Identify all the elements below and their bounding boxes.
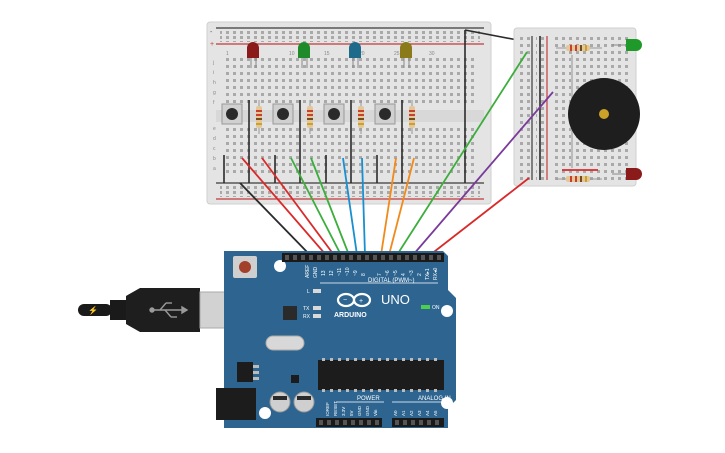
- rx-led-label: RX: [303, 314, 311, 320]
- pin-label: ~6: [385, 270, 391, 276]
- column-number: 20: [359, 51, 365, 57]
- analog-pin-label: A1: [401, 410, 406, 416]
- arduino-brand: ARDUINO: [334, 312, 367, 319]
- pushbutton-1[interactable]: [221, 103, 243, 125]
- power-pin-label: Vin: [373, 409, 378, 416]
- pin-label: 8: [361, 273, 367, 276]
- pushbutton-3[interactable]: [323, 103, 345, 125]
- analog-label: ANALOG IN: [418, 396, 451, 402]
- row-letter: j: [212, 60, 214, 66]
- power-pin-label: 3.3V: [341, 407, 346, 416]
- resistor-4: [409, 100, 415, 134]
- arduino-uno-board: AREF GND 13 12 ~11 ~10 ~9 8 7 ~6 ~5 4 ~3…: [216, 251, 456, 428]
- pin-label: ~10: [345, 267, 351, 276]
- pin-label: 2: [417, 273, 423, 276]
- logo-minus-icon: −: [343, 297, 347, 304]
- resistor-1: [256, 100, 262, 134]
- row-letter: d: [213, 136, 216, 142]
- pin-label: ~5: [393, 270, 399, 276]
- led-blue: [349, 42, 361, 68]
- pin-label: ~11: [337, 268, 343, 276]
- row-letter: b: [213, 156, 216, 162]
- row-letter: c: [213, 146, 216, 152]
- column-number: 10: [289, 51, 295, 57]
- analog-pin-label: A3: [417, 410, 422, 416]
- resistor-2: [307, 100, 313, 134]
- wires: [239, 51, 554, 256]
- on-led-label: ON: [432, 305, 440, 311]
- pushbutton-4[interactable]: [374, 103, 396, 125]
- resistor-6: [556, 176, 602, 182]
- rail-minus-label: -: [210, 29, 213, 36]
- pin-label: ~3: [409, 270, 415, 276]
- arduino-logo: [336, 292, 372, 308]
- logo-plus-icon: +: [359, 298, 363, 305]
- row-letter: g: [213, 90, 216, 96]
- digital-header-label: DIGITAL (PWM~): [368, 278, 415, 284]
- power-pin-label: RESET: [333, 401, 338, 416]
- row-letter: a: [213, 166, 216, 172]
- pin-label: AREF: [305, 265, 311, 278]
- row-letter: f: [213, 100, 215, 106]
- l-led-label: L: [307, 289, 310, 295]
- led-green: [298, 42, 310, 68]
- row-letter: i: [213, 70, 214, 76]
- column-number: 25: [394, 51, 400, 57]
- led-small-red: [612, 168, 642, 180]
- analog-pin-label: A4: [425, 410, 430, 416]
- usb-lightning-icon: ⚡: [88, 305, 98, 315]
- resistor-3: [358, 100, 364, 134]
- pin-label: 13: [321, 270, 327, 276]
- row-letter: h: [213, 80, 216, 86]
- pin-label: 4: [401, 273, 407, 276]
- pin-label: TX▸1: [425, 268, 431, 280]
- analog-pin-label: A0: [393, 410, 398, 416]
- arduino-model: UNO: [381, 292, 410, 307]
- resistor-5: [556, 45, 602, 51]
- pin-label: GND: [313, 267, 319, 279]
- pushbutton-2[interactable]: [272, 103, 294, 125]
- power-label: POWER: [357, 396, 380, 402]
- pin-label: RX◂0: [433, 268, 439, 280]
- analog-pin-label: A2: [409, 410, 414, 416]
- usb-icon: [149, 302, 189, 318]
- column-number: 15: [324, 51, 330, 57]
- power-pin-label: GND: [357, 405, 362, 416]
- main-breadboard: - + j i h g f e d c b a 1 5 10 15 20: [206, 21, 492, 205]
- power-pin-label: GND: [365, 405, 370, 416]
- tx-led-label: TX: [303, 306, 310, 312]
- power-pin-label: IOREF: [325, 402, 330, 416]
- power-pin-label: 5V: [349, 410, 354, 416]
- analog-pin-label: A5: [433, 410, 438, 416]
- led-small-green: [612, 39, 642, 51]
- rail-plus-label: +: [210, 41, 214, 48]
- pin-label: 7: [377, 273, 383, 276]
- pin-label: ~9: [353, 270, 359, 276]
- led-red: [247, 42, 259, 68]
- column-number: 30: [429, 51, 435, 57]
- led-yellow: [400, 42, 412, 68]
- column-number: 1: [226, 51, 229, 57]
- buzzer: [568, 78, 640, 150]
- breadboard-jumpers: [223, 29, 529, 183]
- row-letter: e: [213, 126, 216, 132]
- pin-label: 12: [329, 270, 335, 276]
